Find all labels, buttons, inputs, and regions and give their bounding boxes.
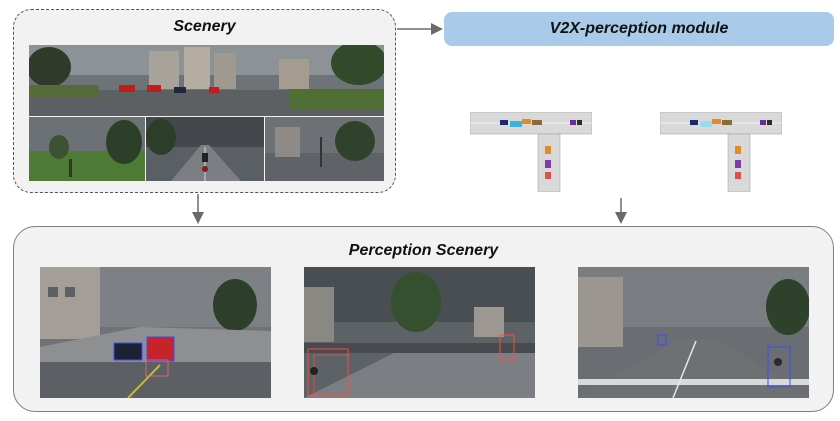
- scenery-image-bottom-left: [29, 117, 145, 181]
- perception-image-right: [578, 267, 809, 398]
- v2x-module-title: V2X-perception module: [549, 20, 729, 37]
- scenery-image-bottom-middle: [146, 117, 264, 181]
- intersection-map-left: [470, 112, 592, 192]
- perception-image-middle: [304, 267, 535, 398]
- scenery-image-bottom-right: [265, 117, 384, 181]
- perception-image-left: [40, 267, 271, 398]
- scenery-title: Scenery: [173, 18, 236, 35]
- v2x-perception-module-header: V2X-perception module: [444, 12, 834, 46]
- scenery-image-top: [29, 45, 384, 116]
- intersection-map-right: [660, 112, 782, 192]
- perception-scenery-title: Perception Scenery: [348, 242, 499, 259]
